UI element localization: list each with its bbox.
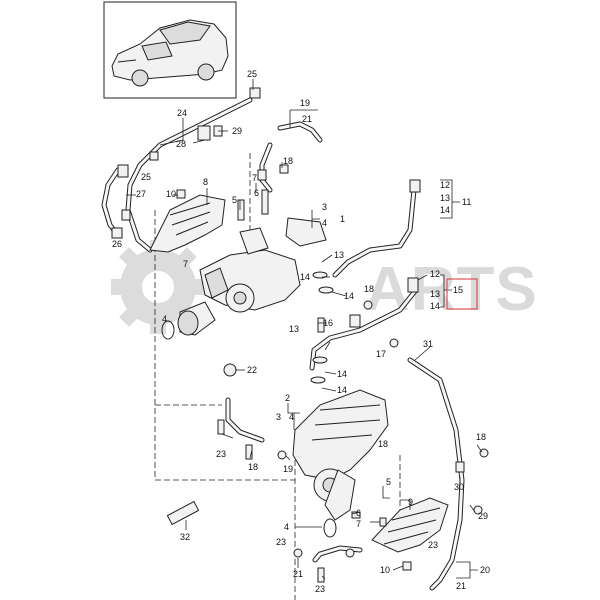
callout-9: 9 [408, 497, 413, 507]
callout-2: 2 [285, 393, 290, 403]
callout-28: 28 [176, 139, 186, 149]
callout-23: 23 [315, 584, 325, 594]
callout-25: 25 [247, 69, 257, 79]
callout-13: 13 [289, 324, 299, 334]
callout-14: 14 [430, 301, 440, 311]
callout-15: 15 [453, 285, 463, 295]
callout-13: 13 [334, 250, 344, 260]
callout-5: 5 [386, 477, 391, 487]
suv-icon [111, 19, 229, 87]
callout-10: 10 [166, 189, 176, 199]
callout-18: 18 [476, 432, 486, 442]
callout-7: 7 [183, 259, 188, 269]
callout-18: 18 [248, 462, 258, 472]
callout-3: 3 [276, 412, 281, 422]
reference-lines [154, 150, 401, 600]
upper-turbocharger [177, 217, 327, 336]
callout-19: 19 [300, 98, 310, 108]
highlight-box-15 [446, 278, 478, 310]
callout-8: 8 [203, 177, 208, 187]
callouts: 25 24 29 28 19 21 18 25 27 26 10 8 7 6 5… [112, 69, 490, 594]
lower-heat-shield [371, 497, 449, 553]
callout-29: 29 [232, 126, 242, 136]
callout-30: 30 [454, 482, 464, 492]
callout-14: 14 [337, 385, 347, 395]
callout-18: 18 [378, 439, 388, 449]
callout-14: 14 [337, 369, 347, 379]
callout-27: 27 [136, 189, 146, 199]
vehicle-thumbnail [103, 1, 237, 99]
watermark-gear-icon [111, 240, 205, 334]
callout-24: 24 [177, 108, 187, 118]
callout-6: 6 [356, 508, 361, 518]
callout-18: 18 [364, 284, 374, 294]
upper-heat-shield [149, 194, 226, 253]
callout-25: 25 [141, 172, 151, 182]
callout-10: 10 [380, 565, 390, 575]
callout-17: 17 [376, 349, 386, 359]
callout-31: 31 [423, 339, 433, 349]
leader-lines [126, 79, 483, 580]
lower-turbocharger [292, 389, 389, 521]
callout-23: 23 [428, 540, 438, 550]
small-parts [111, 87, 489, 583]
callout-7: 7 [356, 519, 361, 529]
callout-6: 6 [254, 188, 259, 198]
callout-3: 3 [322, 202, 327, 212]
callout-14: 14 [440, 205, 450, 215]
callout-19: 19 [283, 464, 293, 474]
callout-21: 21 [456, 581, 466, 591]
callout-23: 23 [276, 537, 286, 547]
callout-4: 4 [162, 314, 167, 324]
callout-12: 12 [440, 180, 450, 190]
callout-20: 20 [480, 565, 490, 575]
callout-4: 4 [289, 412, 294, 422]
callout-16: 16 [323, 318, 333, 328]
callout-21: 21 [302, 114, 312, 124]
callout-4: 4 [284, 522, 289, 532]
callout-23: 23 [216, 449, 226, 459]
callout-7: 7 [252, 173, 257, 183]
callout-26: 26 [112, 239, 122, 249]
callout-12: 12 [430, 269, 440, 279]
callout-4: 4 [322, 218, 327, 228]
callout-1: 1 [340, 214, 345, 224]
callout-14: 14 [300, 272, 310, 282]
callout-18: 18 [283, 156, 293, 166]
callout-32: 32 [180, 532, 190, 542]
callout-14: 14 [344, 291, 354, 301]
callout-22: 22 [247, 365, 257, 375]
callout-21: 21 [293, 569, 303, 579]
callout-13: 13 [430, 289, 440, 299]
callout-13: 13 [440, 193, 450, 203]
callout-11: 11 [462, 197, 471, 207]
callout-29: 29 [478, 511, 488, 521]
callout-5: 5 [232, 195, 237, 205]
